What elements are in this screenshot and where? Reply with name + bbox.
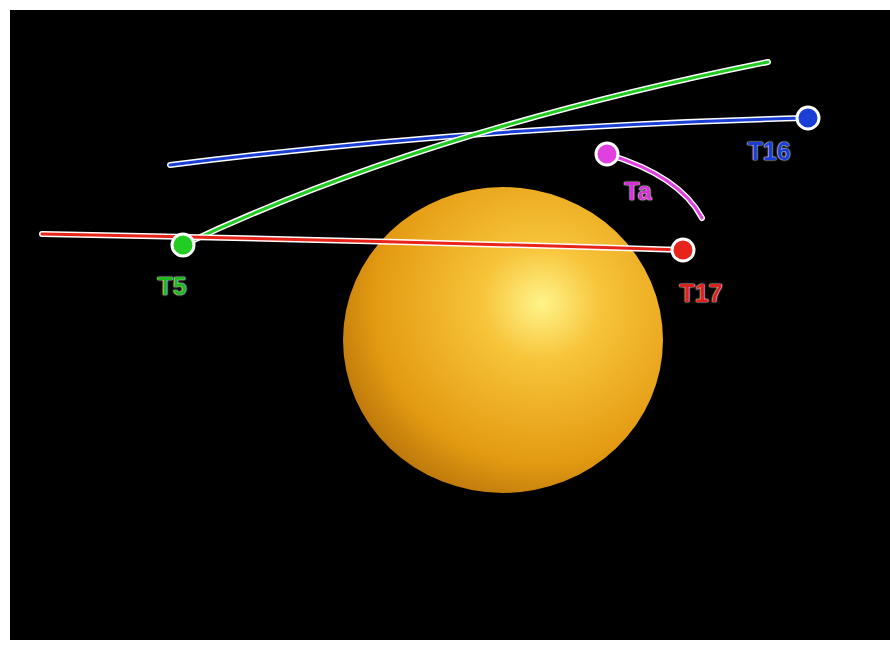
trajectory-line xyxy=(607,154,702,218)
flyby-label: Ta xyxy=(624,179,651,204)
trajectory-outline xyxy=(170,118,808,165)
trajectory-outline xyxy=(42,234,683,250)
flyby-label: T17 xyxy=(679,281,722,306)
endpoint-dot xyxy=(672,239,694,261)
trajectory-outline xyxy=(183,62,768,245)
titan-sphere xyxy=(343,187,663,493)
trajectory-line xyxy=(183,62,768,245)
trajectory-outline xyxy=(607,154,702,218)
trajectory-line xyxy=(42,234,683,250)
endpoint-dot xyxy=(172,234,194,256)
endpoint-dot xyxy=(797,107,819,129)
endpoint-dot xyxy=(596,143,618,165)
space-background xyxy=(10,10,890,640)
flyby-label: T5 xyxy=(157,274,186,299)
trajectory-line xyxy=(170,118,808,165)
flyby-label: T16 xyxy=(747,139,790,164)
